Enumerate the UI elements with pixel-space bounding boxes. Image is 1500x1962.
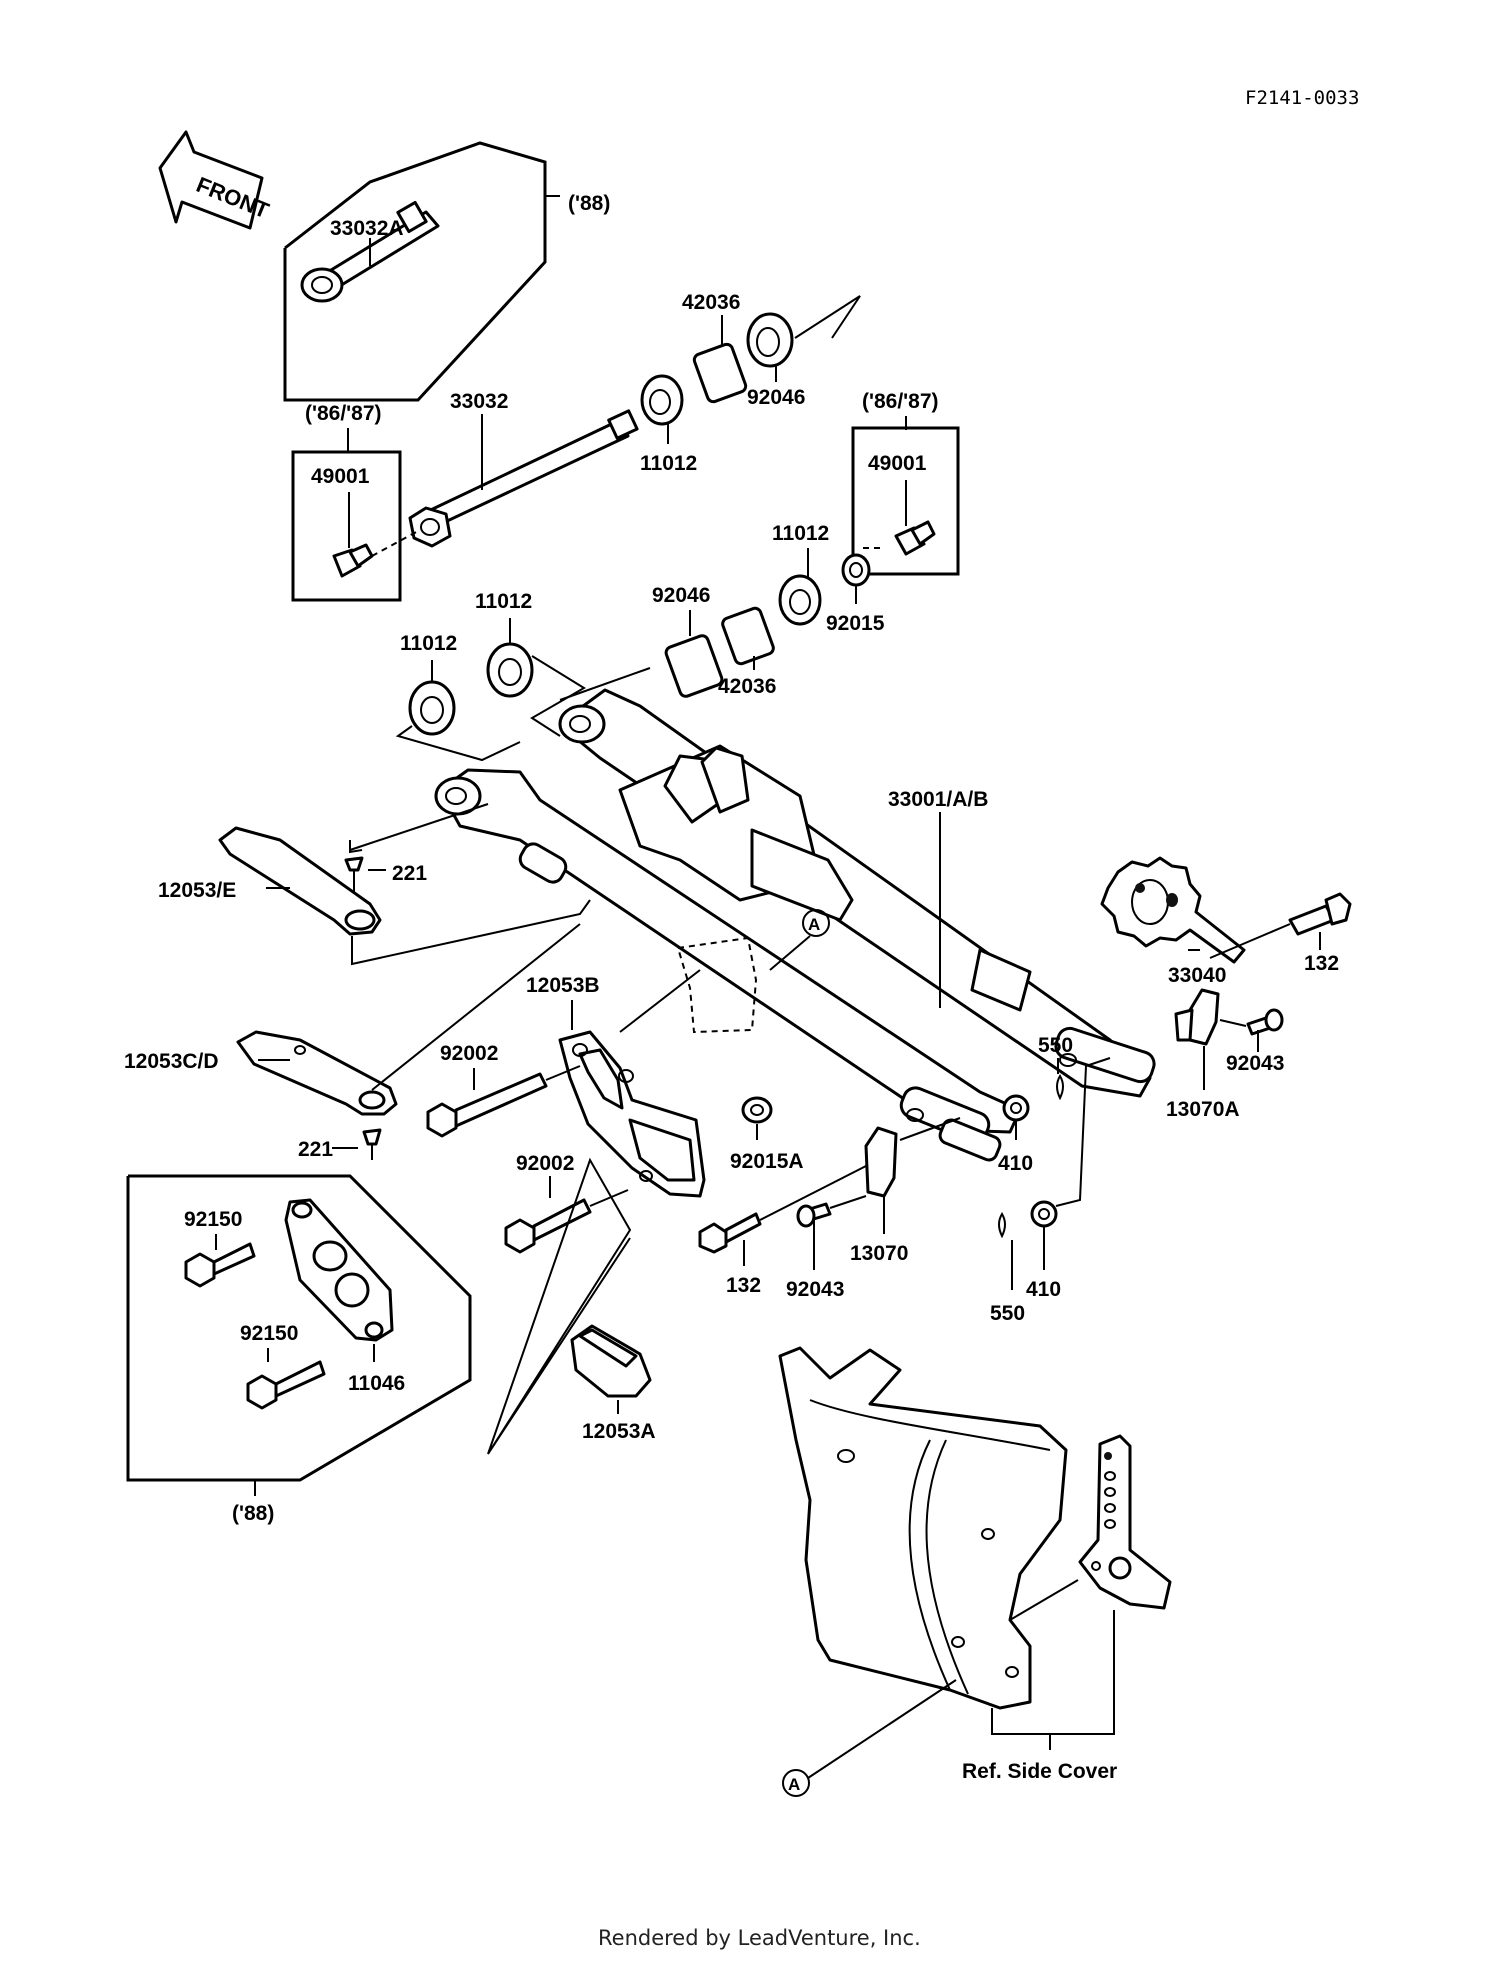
- callout-12053E: 12053/E: [158, 879, 236, 902]
- plate-11046: [284, 1198, 394, 1342]
- adjuster-13070: [864, 1126, 898, 1198]
- front-arrow-icon: FRONT: [158, 130, 273, 230]
- bolt-92002-bottom: [504, 1198, 592, 1254]
- oil-seal-11012-d: [408, 680, 456, 736]
- chain-slider-12053E: [218, 826, 382, 936]
- grease-nipple-49001-left: [332, 543, 374, 578]
- callout-92150-top: 92150: [184, 1208, 242, 1231]
- sprocket-33040: [1100, 856, 1246, 964]
- callout-92002-top: 92002: [440, 1042, 498, 1065]
- pivot-shaft-33032: [408, 409, 639, 548]
- collar-42036-mid: [721, 606, 775, 666]
- year-88-bottom-label: ('88): [232, 1502, 274, 1525]
- ref-side-cover-label: Ref. Side Cover: [962, 1760, 1117, 1783]
- swingarm-33001: [434, 688, 1156, 1162]
- callout-92046-top: 92046: [747, 386, 805, 409]
- callout-132-right: 132: [1304, 952, 1339, 975]
- bearing-92046-mid: [664, 634, 724, 698]
- side-cover-bracket: [1078, 1434, 1172, 1610]
- callout-92150-bottom: 92150: [240, 1322, 298, 1345]
- callout-221-top: 221: [392, 862, 427, 885]
- collar-42036-top: [692, 342, 748, 404]
- nut-92015A: [741, 1096, 773, 1124]
- grease-nipple-49001-right: [894, 520, 936, 556]
- cotter-pin-550-top: [1056, 1074, 1064, 1101]
- callout-92043-mid: 92043: [786, 1278, 844, 1301]
- callout-33032: 33032: [450, 390, 508, 413]
- callout-11012-c: 11012: [475, 590, 532, 613]
- callout-13070: 13070: [850, 1242, 908, 1265]
- callout-92002-bottom: 92002: [516, 1152, 574, 1175]
- oil-seal-11012-b: [778, 574, 822, 626]
- callout-49001-left: 49001: [311, 465, 370, 488]
- callout-221-bottom: 221: [298, 1138, 333, 1161]
- year-8687-right-label: ('86/'87): [862, 390, 939, 413]
- year-88-bottom-group: ('88) 92150 92150 11046: [126, 1174, 472, 1525]
- year-8687-left-group: ('86/'87) 49001: [291, 402, 421, 602]
- pin-92043-right: [1246, 1008, 1284, 1036]
- screw-221-top: [344, 856, 364, 892]
- callout-550-top: 550: [1038, 1034, 1073, 1057]
- callout-11046: 11046: [348, 1372, 405, 1395]
- bolt-92150-bottom: [246, 1360, 326, 1410]
- ref-a-top: A: [802, 909, 830, 937]
- year-88-top-label: ('88): [568, 192, 610, 215]
- bolt-132-right: [1288, 892, 1352, 936]
- nut-92015: [841, 553, 871, 587]
- callout-11012-a: 11012: [640, 452, 697, 475]
- footer-credit: Rendered by LeadVenture, Inc.: [598, 1926, 921, 1950]
- callout-410-top: 410: [998, 1152, 1033, 1175]
- bolt-92150-top: [184, 1242, 256, 1288]
- adjuster-13070A: [1174, 988, 1220, 1046]
- callout-12053CD: 12053C/D: [124, 1050, 219, 1073]
- ref-a-bottom: A: [782, 1769, 810, 1797]
- ref-a-top-label: A: [808, 915, 820, 934]
- washer-410-bottom: [1030, 1200, 1058, 1228]
- callout-550-bottom: 550: [990, 1302, 1025, 1325]
- callout-33032A: 33032A: [330, 217, 404, 240]
- year-8687-right-group: ('86/'87) 49001: [851, 390, 960, 576]
- callout-132-mid: 132: [726, 1274, 761, 1297]
- year-88-top-group: ('88) 33032A: [283, 141, 610, 402]
- callout-49001-right: 49001: [868, 452, 927, 475]
- pivot-shaft-33032A: [300, 200, 440, 303]
- diagram-code: F2141-0033: [1245, 87, 1359, 109]
- bearing-92046-top: [746, 312, 794, 368]
- callout-12053B: 12053B: [526, 974, 600, 997]
- callout-92043-right: 92043: [1226, 1052, 1284, 1075]
- oil-seal-11012-c: [486, 642, 534, 698]
- year-8687-left-label: ('86/'87): [305, 402, 382, 425]
- callout-33040: 33040: [1168, 964, 1226, 987]
- callout-42036-top: 42036: [682, 291, 740, 314]
- pin-92043-mid: [796, 1202, 832, 1228]
- oil-seal-11012-a: [640, 374, 684, 426]
- bolt-132-mid: [698, 1212, 762, 1254]
- ref-a-bottom-label: A: [788, 1775, 800, 1794]
- chain-guide-12053B: [558, 1030, 706, 1198]
- chain-slider-12053CD: [236, 1030, 398, 1116]
- screw-221-bottom: [362, 1128, 382, 1160]
- chain-slider-12053A: [570, 1324, 652, 1398]
- washer-410-top: [1002, 1094, 1030, 1122]
- callout-11012-b: 11012: [772, 522, 829, 545]
- cotter-pin-550-bottom: [998, 1212, 1006, 1239]
- side-cover: [778, 1346, 1068, 1710]
- callout-13070A: 13070A: [1166, 1098, 1240, 1121]
- callout-12053A: 12053A: [582, 1420, 656, 1443]
- callout-92015: 92015: [826, 612, 885, 635]
- callout-42036-mid: 42036: [718, 675, 776, 698]
- callout-92015A: 92015A: [730, 1150, 804, 1173]
- bolt-92002-top: [426, 1072, 548, 1138]
- callout-33001: 33001/A/B: [888, 788, 988, 811]
- callout-410-bottom: 410: [1026, 1278, 1061, 1301]
- callout-11012-d: 11012: [400, 632, 457, 655]
- callout-92046-mid: 92046: [652, 584, 710, 607]
